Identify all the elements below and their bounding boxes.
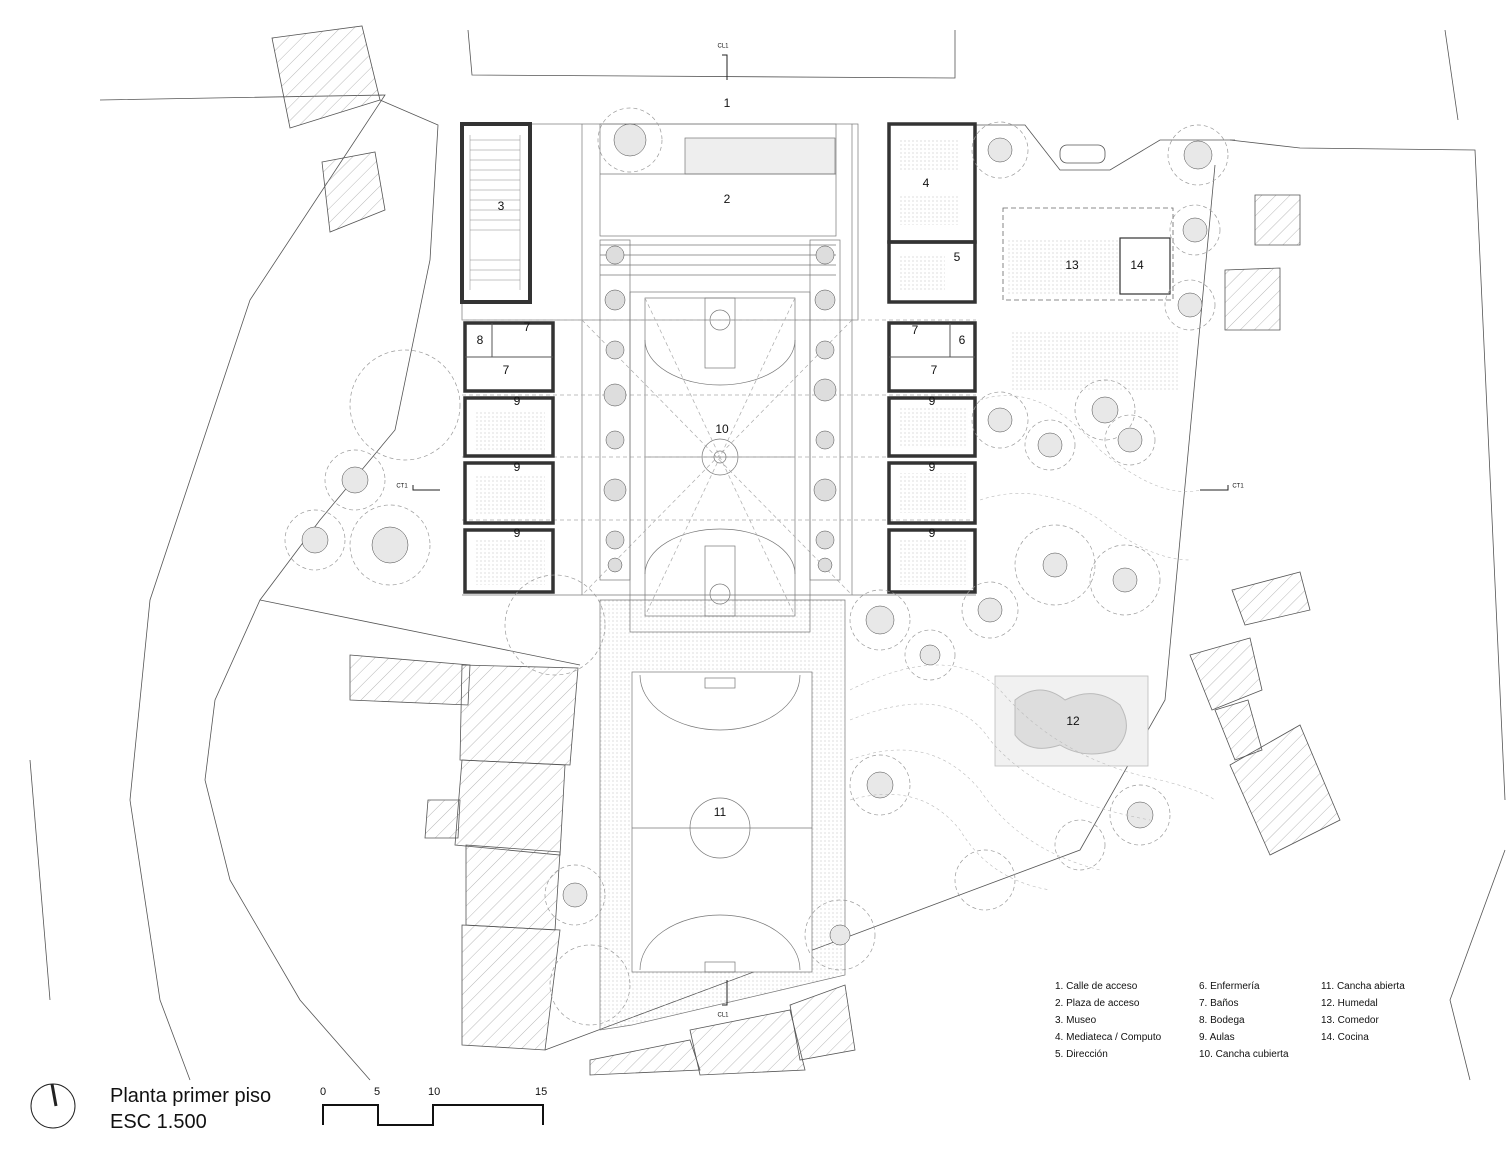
open-court — [599, 599, 846, 1031]
legend-column-2: 6. Enfermería 7. Baños 8. Bodega 9. Aula… — [1199, 978, 1289, 1063]
label-aula-l2: 9 — [514, 460, 521, 474]
landscape-contours — [849, 395, 1216, 891]
court-planters — [599, 239, 841, 581]
label-banos-r1: 7 — [912, 323, 919, 337]
legend-item: 1. Calle de acceso — [1055, 981, 1138, 992]
legend-item: 6. Enfermería — [1199, 981, 1260, 992]
label-museo: 3 — [498, 199, 505, 213]
legend-item: 8. Bodega — [1199, 1015, 1245, 1026]
tree-crowns — [301, 123, 1213, 946]
legend-item: 9. Aulas — [1199, 1032, 1235, 1043]
label-aula-r1: 9 — [929, 394, 936, 408]
label-banos-l1: 7 — [524, 320, 531, 334]
label-aula-r3: 9 — [929, 526, 936, 540]
scale-bar — [322, 1104, 544, 1126]
label-aula-l1: 9 — [514, 394, 521, 408]
legend-item: 2. Plaza de acceso — [1055, 998, 1140, 1009]
legend-column-1: 1. Calle de acceso 2. Plaza de acceso 3.… — [1055, 978, 1161, 1063]
legend-column-3: 11. Cancha abierta 12. Humedal 13. Comed… — [1321, 978, 1405, 1046]
room-labels: 1 2 3 4 5 6 7 7 7 7 8 9 9 9 9 9 9 10 11 … — [477, 96, 1144, 819]
label-cocina: 14 — [1130, 258, 1144, 272]
legend-item: 4. Mediateca / Computo — [1055, 1032, 1162, 1043]
drawing-title-name: Planta primer piso — [110, 1085, 272, 1107]
wetland — [994, 675, 1149, 767]
label-aula-l3: 9 — [514, 526, 521, 540]
car — [1059, 144, 1106, 164]
plaza-and-axis — [461, 123, 976, 596]
legend-item: 3. Museo — [1055, 1015, 1097, 1026]
museum-building — [460, 122, 532, 304]
north-arrow-icon — [30, 1083, 76, 1129]
legend-item: 5. Dirección — [1055, 1049, 1108, 1060]
label-bodega: 8 — [477, 333, 484, 347]
drawing-scale-text: ESC 1.500 — [110, 1111, 207, 1133]
scale-label-5: 5 — [374, 1086, 381, 1098]
legend-item: 11. Cancha abierta — [1321, 981, 1405, 992]
section-mark-cl1-bottom: CL1 — [717, 1013, 729, 1019]
label-enfermeria: 6 — [959, 333, 966, 347]
label-direccion: 5 — [954, 250, 961, 264]
label-aula-r2: 9 — [929, 460, 936, 474]
legend-item: 7. Baños — [1199, 998, 1239, 1009]
section-marks — [412, 54, 1229, 1006]
label-banos-l2: 7 — [503, 363, 510, 377]
label-humedal: 12 — [1066, 714, 1080, 728]
right-wing — [887, 122, 977, 594]
neighbor-buildings — [271, 25, 1341, 1076]
dining-pavilion — [1002, 207, 1180, 390]
left-wing — [463, 321, 555, 594]
label-plaza: 2 — [724, 192, 731, 206]
label-calle: 1 — [724, 96, 731, 110]
drawing-title: Planta primer piso ESC 1.500 — [110, 1083, 271, 1135]
section-mark-cl1-top: CL1 — [717, 44, 729, 50]
scale-label-10: 10 — [428, 1086, 441, 1098]
scale-label-15: 15 — [535, 1086, 548, 1098]
legend-item: 12. Humedal — [1321, 998, 1378, 1009]
scale-label-0: 0 — [320, 1086, 327, 1098]
label-comedor: 13 — [1065, 258, 1079, 272]
label-cancha-abierta: 11 — [714, 805, 727, 819]
legend-item: 14. Cocina — [1321, 1032, 1369, 1043]
section-mark-ct1-right: CT1 — [1232, 484, 1244, 490]
label-cancha-cubierta: 10 — [715, 422, 729, 436]
section-mark-ct1-left: CT1 — [396, 484, 408, 490]
label-banos-r2: 7 — [931, 363, 938, 377]
legend-item: 10. Cancha cubierta — [1199, 1049, 1289, 1060]
legend-item: 13. Comedor — [1321, 1015, 1379, 1026]
label-mediateca: 4 — [923, 176, 930, 190]
trees — [284, 107, 1229, 1026]
